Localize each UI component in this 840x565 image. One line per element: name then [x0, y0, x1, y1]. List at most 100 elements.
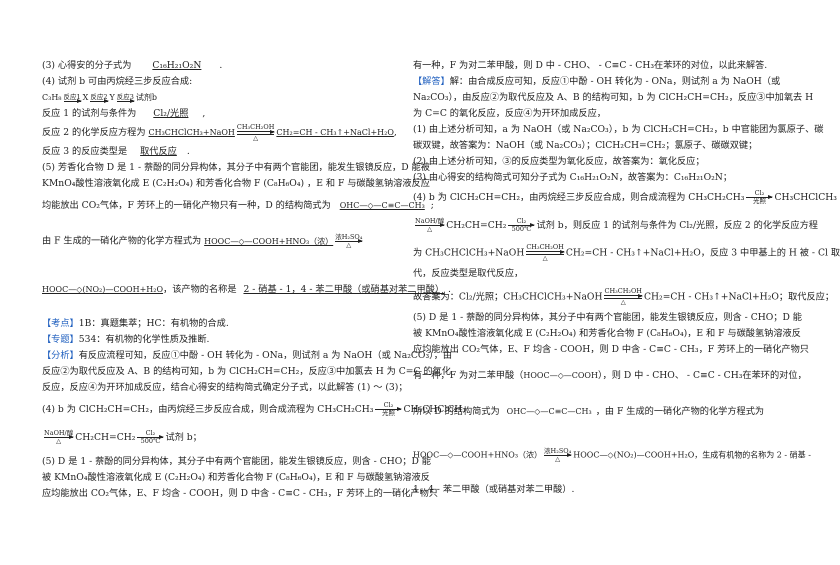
answer-line-18: 所以 D 的结构简式为 OHC—◇—C≡C—CH₃，由 F 生成的一硝化产物的化… [413, 406, 764, 418]
reaction-arrow: CH₃CH₂OH△ [236, 123, 275, 142]
tag-label: 【解答】 [413, 76, 450, 87]
answer-line-7: (2) 由上述分析可知，③的反应类型为氧化反应，故答案为：氧化反应； [413, 156, 705, 167]
answer-line-15: 被 KMnO₄酸性溶液氧化成 E (C₂H₂O₄) 和芳香化合物 F (C₈H₆… [413, 328, 801, 339]
answer-line-16: 应均能放出 CO₂气体，E、F 均含 - COOH，则 D 中含 - C≡C -… [413, 344, 809, 355]
question-3: (3) 心得安的分子式为 C₁₆H₂₁O₂N. [42, 60, 222, 72]
question-5-line-4: 由 F 生成的一硝化产物的化学方程式为 HOOC—◇—COOH+HNO₃（浓）浓… [42, 234, 364, 249]
structure-d: OHC—◇—C≡C—CH₃ [339, 201, 425, 210]
specialty-line: 【专题】534：有机物的化学性质及推断. [42, 334, 209, 346]
analysis-line-8: 应均能放出 CO₂气体，E、F 均含 - COOH，则 D 中含 - C≡C -… [42, 488, 438, 499]
text: CH₃CHClCH₃ [403, 404, 466, 415]
eq-left: CH₃CHClCH₃+NaOH [148, 128, 235, 137]
answer-line-19: HOOC—◇—COOH+HNO₃（浓）浓H₂SO₄△HOOC—◇(NO₂)—CO… [413, 448, 811, 463]
answer-blank: 2 - 硝基 - 1，4 - 苯二甲酸（或硝基对苯二甲酸） [243, 284, 445, 295]
question-5-line-5: HOOC—◇(NO₂)—COOH+H₂O，该产物的名称是 2 - 硝基 - 1，… [42, 284, 451, 296]
answer-blank: HOOC—◇(NO₂)—COOH+H₂O [42, 285, 163, 294]
answer-blank: 取代反应 [140, 146, 177, 157]
reaction-arrow: CH₃CH₂OH△ [526, 243, 565, 262]
text: ），则 D 中 - CHO、 - C≡C - CH₃在苯环的对位， [597, 370, 807, 381]
text: 解：由合成反应可知，反应①中酚 - OH 转化为 - ONa，则试剂 a 为 N… [449, 76, 781, 87]
analysis-line-3: 反应，反应④为开环加成反应，结合心得安的结构简式确定分子式，以此解答 (1) ～… [42, 382, 408, 393]
arrow-label: 光照 [381, 409, 395, 417]
question-5-line-3: 均能放出 CO₂气体，F 芳环上的一硝化产物只有一种，D 的结构简式为 OHC—… [42, 200, 434, 212]
text: ; [430, 200, 434, 211]
structure-f: HOOC—◇—COOH [413, 450, 488, 460]
reagent-b: 试剂b [135, 93, 158, 102]
text: . [448, 284, 451, 295]
reaction-arrow: 反应1 [63, 93, 82, 103]
answer-line-6: 碳双键，故答案为：NaOH（或 Na₂CO₃）；ClCH₂CH=CH₂；氯原子、… [413, 140, 758, 151]
reaction-arrow: NaOH/醇△ [415, 217, 446, 233]
answer-line-20: 1，4 - 苯二甲酸（或硝基对苯二甲酸）. [413, 484, 575, 495]
tag-label: 【考点】 [42, 318, 79, 329]
arrow-label: 反应2 [90, 93, 108, 101]
analysis-line-6: (5) D 是 1 - 萘酚的同分异构体，其分子中有两个官能团，能发生银镜反应，… [42, 456, 431, 467]
text: 有一种，F 为对二苯甲酸（ [413, 370, 524, 381]
text: 反应 2 的化学反应方程为 [42, 127, 146, 138]
arrow-label: Cl₂ [383, 401, 394, 409]
arrow-label: 光照 [752, 197, 766, 205]
reaction-1-conditions: 反应 1 的试剂与条件为 Cl₂/光照, [42, 108, 205, 120]
arrow-label: 反应1 [63, 93, 81, 101]
structure-f: HOOC—◇—COOH [204, 236, 279, 246]
structure-d: OHC—◇—C≡C—CH₃ [506, 407, 592, 416]
answer-line-9: (4) b 为 ClCH₂CH=CH₂，由丙烷经三步反应合成，则合成流程为 CH… [413, 190, 837, 205]
text: 为 CH₃CHClCH₃+NaOH [413, 247, 525, 259]
arrow-label: 浓H₂SO₄ [544, 447, 572, 455]
arrow-label: CH₃CH₂OH [236, 123, 275, 131]
answer-blank: C₁₆H₂₁O₂N [152, 60, 202, 71]
question-5-line-1: (5) 芳香化合物 D 是 1 - 萘酚的同分异构体，其分子中有两个官能团，能发… [42, 162, 430, 173]
answer-line-5: (1) 由上述分析可知，a 为 NaOH（或 Na₂CO₃），b 为 ClCH₂… [413, 124, 824, 135]
propane: C₃H₈ [42, 93, 62, 102]
answer-line-4: 为 C=C 的氧化反应，反应④为开环加成反应， [413, 108, 606, 119]
answer-line-3: Na₂CO₃），由反应②为取代反应及 A、B 的结构可知，b 为 ClCH₂CH… [413, 92, 814, 103]
text: CH₂=CH - CH₃↑+NaCl+H₂O；取代反应； [643, 291, 835, 303]
answer-line-14: (5) D 是 1 - 萘酚的同分异构体，其分子中有两个官能团，能发生银镜反应，… [413, 312, 802, 323]
answer-line-1: 有一种，F 为对二苯甲酸，则 D 中 - CHO、 - C≡C - CH₃在苯环… [413, 60, 768, 71]
eq-part: +H₂O [139, 285, 164, 294]
text: ，由 F 生成的一硝化产物的化学方程式为 [595, 406, 765, 417]
intermediate-y: Y [109, 93, 115, 102]
eq-part: +HNO₃（浓） [278, 236, 334, 246]
text: CH₂=CH - CH₃↑+NaCl+H₂O，反应 3 中甲基上的 H 被 - … [565, 247, 840, 259]
intermediate-x: X [82, 93, 89, 102]
document-page: (3) 心得安的分子式为 C₁₆H₂₁O₂N. (4) 试剂 b 可由丙烷经三步… [42, 60, 840, 499]
text: 均能放出 CO₂气体，F 芳环上的一硝化产物只有一种，D 的结构简式为 [42, 200, 331, 211]
text: 534：有机物的化学性质及推断. [78, 334, 210, 345]
analysis-line-4: (4) b 为 ClCH₂CH=CH₂，由丙烷经三步反应合成，则合成流程为 CH… [42, 402, 466, 417]
text: . [219, 60, 223, 71]
arrow-label: 500℃ [140, 437, 161, 445]
reaction-arrow: NaOH/醇△ [44, 429, 75, 445]
arrow-label: CH₃CH₂OH [526, 243, 564, 251]
reaction-3-type: 反应 3 的反应类型是 取代反应. [42, 146, 190, 158]
question-4: (4) 试剂 b 可由丙烷经三步反应合成: [42, 76, 193, 87]
text: 所以 D 的结构简式为 [413, 406, 500, 417]
text: CH₃CHClCH₃ [774, 192, 837, 203]
reaction-arrow: 浓H₂SO₄△ [544, 447, 573, 463]
topic-line: 【考点】1B：真题集萃；HC：有机物的合成. [42, 318, 229, 330]
reaction-arrow: CH₃CH₂OH△ [604, 287, 643, 306]
analysis-line-1: 【分析】有反应流程可知，反应①中酚 - OH 转化为 - ONa，则试剂 a 为… [42, 350, 452, 362]
arrow-label: Cl₂ [145, 429, 156, 437]
reaction-arrow: 反应2 [90, 93, 109, 103]
answer-blank: Cl₂/光照 [153, 108, 189, 119]
text: , [202, 108, 206, 119]
text: 试剂 b，则反应 1 的试剂与条件为 Cl₂/光照，反应 2 的化学反应方程 [536, 220, 818, 231]
arrow-label: 浓H₂SO₄ [335, 233, 363, 241]
text: +H₂O，生成有机物的名称为 2 - 硝基 - [670, 450, 811, 460]
arrow-label: NaOH/醇 [415, 217, 445, 225]
tag-label: 【专题】 [42, 334, 79, 345]
tag-label: 【分析】 [42, 350, 79, 361]
answer-line-8: (3) 由心得安的结构简式可知分子式为 C₁₆H₂₁O₂N，故答案为：C₁₆H₂… [413, 172, 733, 183]
structure-f: HOOC—◇—COOH [523, 371, 598, 380]
text: CH₂CH=CH₂ [75, 432, 136, 443]
text: 1B：真题集萃；HC：有机物的合成. [78, 318, 229, 329]
